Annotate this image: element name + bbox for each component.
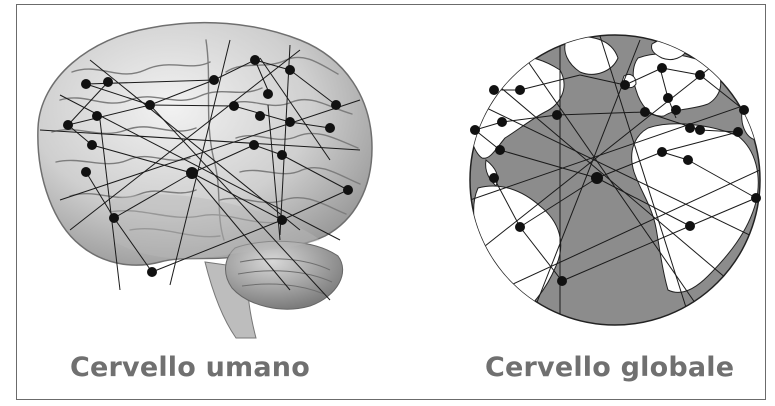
globe-illustration <box>462 35 760 325</box>
caption-global-brain: Cervello globale <box>485 352 734 383</box>
caption-human-brain: Cervello umano <box>70 352 310 383</box>
